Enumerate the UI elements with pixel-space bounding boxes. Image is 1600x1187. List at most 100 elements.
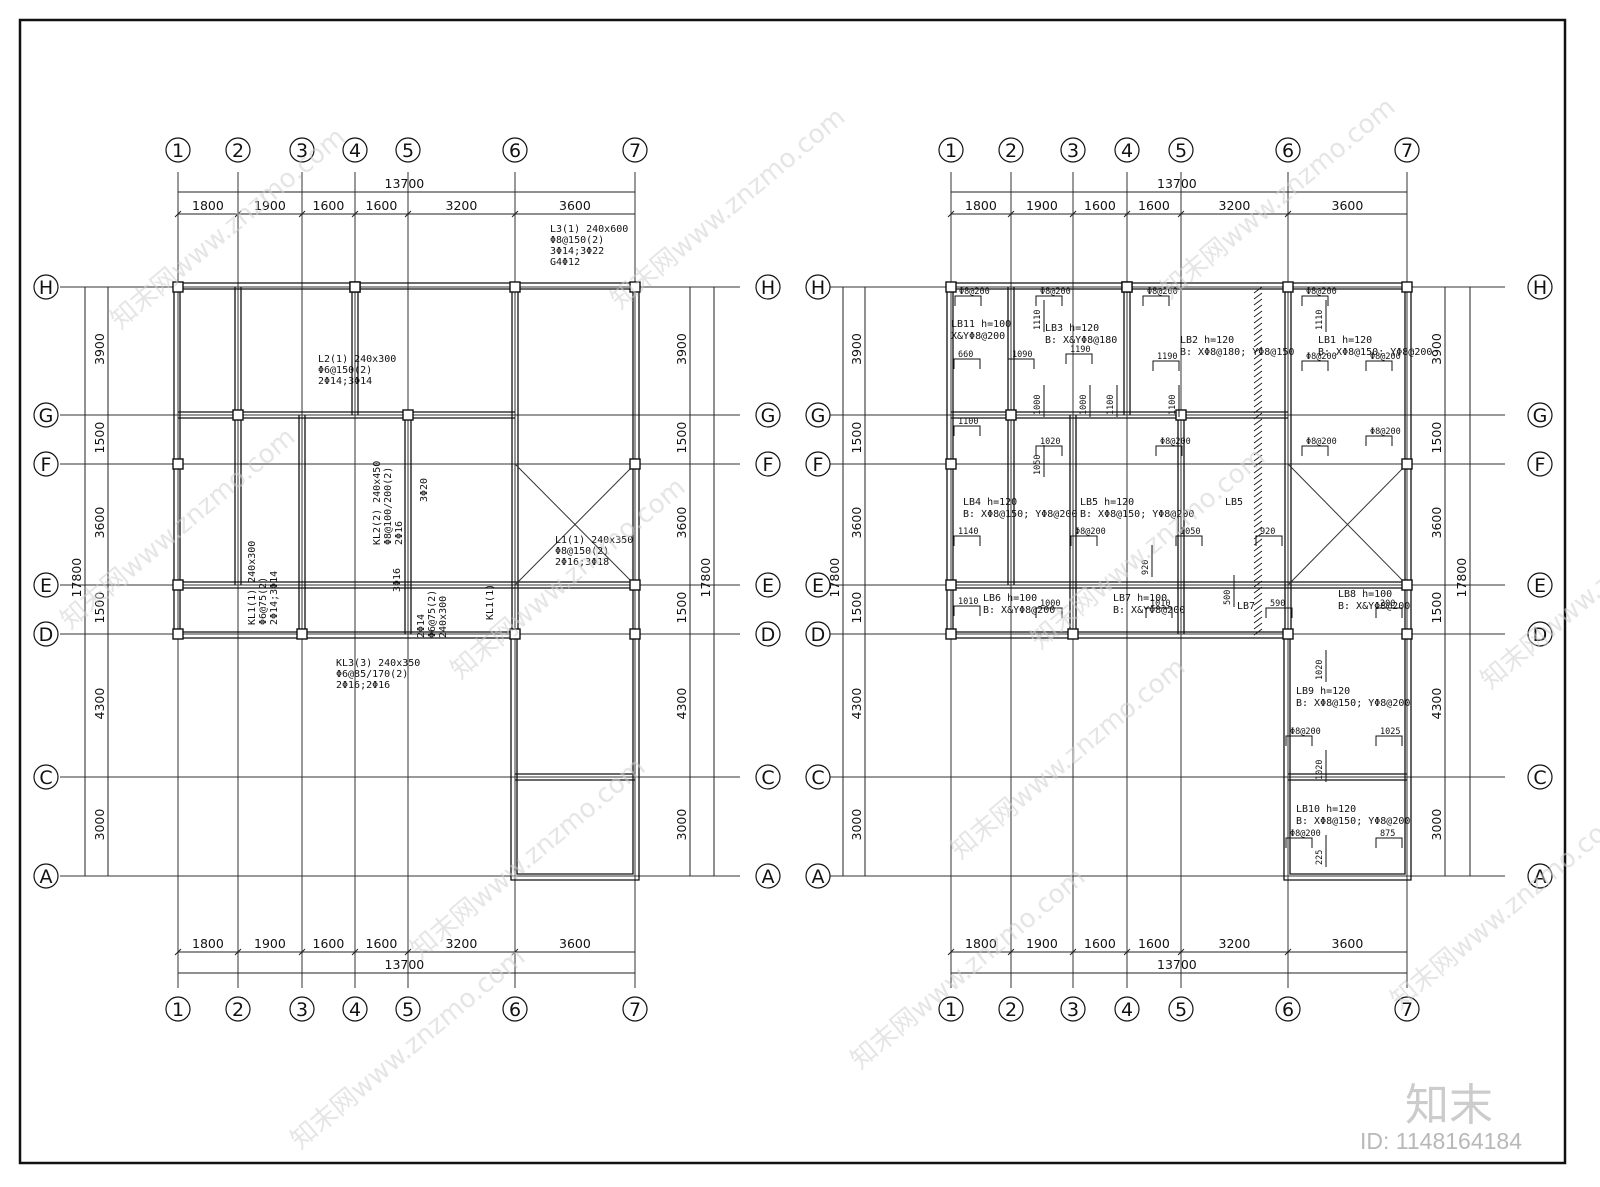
rebar-label-v: 1100	[1168, 395, 1178, 415]
hatch-mark	[1253, 388, 1263, 396]
axis-bubble-F	[755, 451, 781, 477]
dim-span-x: 1900	[254, 198, 286, 213]
dim-span-y: 1500	[674, 592, 689, 624]
kl3-label-line: Φ6@85/170(2)	[336, 669, 408, 680]
kl1-label-line: 2Φ14;3Φ14	[269, 571, 280, 625]
dim-span-y: 4300	[849, 688, 864, 720]
hatch-mark	[1253, 436, 1263, 444]
axis-bubble-D	[33, 621, 59, 647]
hatch-mark	[1253, 526, 1263, 534]
rebar-hook	[954, 295, 982, 306]
rebar-label: 1100	[958, 417, 978, 427]
slab-label-lb7b: LB7	[1237, 601, 1255, 612]
axis-label-G: G	[1533, 405, 1548, 427]
dim-span-x: 3600	[1332, 936, 1364, 951]
rebar-hook	[953, 605, 981, 616]
hatch-mark	[1253, 616, 1263, 624]
axis-label-F: F	[813, 454, 824, 476]
hatch-mark	[1253, 448, 1263, 456]
axis-bubble-5	[1168, 137, 1194, 163]
axis-label-C: C	[811, 767, 824, 789]
hatch-mark	[1253, 328, 1263, 336]
wall-outline	[179, 288, 634, 875]
hatch-mark	[1253, 370, 1263, 378]
axis-label-6: 6	[1282, 999, 1294, 1021]
l1-small-line: 240x300	[438, 596, 449, 638]
rebar-hook	[1285, 735, 1313, 746]
axis-bubble-C	[805, 764, 831, 790]
axis-label-2: 2	[232, 999, 244, 1021]
hatch-mark	[1253, 478, 1263, 486]
rebar-hook	[1365, 435, 1393, 446]
hatch-mark	[1253, 520, 1263, 528]
axis-bubble-A	[33, 863, 59, 889]
hatch-mark	[1253, 538, 1263, 546]
dim-span-x: 1600	[1084, 936, 1116, 951]
dim-span-x: 1900	[1026, 936, 1058, 951]
slab-label-lb8: B: X&YΦ8@200	[1338, 601, 1410, 612]
axis-bubble-G	[1527, 402, 1553, 428]
dim-total-height: 17800	[69, 558, 84, 598]
watermark-logo: 知末	[1405, 1080, 1493, 1131]
rebar-label: 1090	[1012, 350, 1032, 360]
axis-bubble-7	[622, 996, 648, 1022]
axis-label-6: 6	[509, 999, 521, 1021]
l2-label-line: 2Φ14;3Φ14	[318, 376, 372, 387]
dim-span-y: 1500	[849, 422, 864, 454]
structural-column	[1005, 409, 1017, 421]
axis-bubble-G	[755, 402, 781, 428]
axis-label-3: 3	[1067, 999, 1079, 1021]
hatch-mark	[1253, 346, 1263, 354]
hatch-mark	[1253, 496, 1263, 504]
axis-label-D: D	[761, 624, 776, 646]
structural-column	[1121, 281, 1133, 293]
dim-tick	[351, 210, 359, 218]
dim-total-width: 13700	[1157, 957, 1197, 972]
dim-tick	[1069, 948, 1077, 956]
axis-label-5: 5	[402, 140, 414, 162]
l1-label-line: Φ8@150(2)	[555, 546, 609, 557]
watermark-text: 知末网www.znzmo.com	[1155, 92, 1401, 305]
rebar-label-v: 1000	[1033, 395, 1043, 415]
axis-bubble-C	[33, 764, 59, 790]
axis-bubble-A	[1527, 863, 1553, 889]
l1-label-line: L1(1) 240x350	[555, 535, 633, 546]
dim-tick	[234, 948, 242, 956]
rebar-hook	[1301, 295, 1329, 306]
axis-label-4: 4	[1121, 140, 1133, 162]
slab-label-lb10: LB10 h=120	[1296, 804, 1356, 815]
axis-bubble-A	[755, 863, 781, 889]
rebar-hook	[1301, 360, 1329, 371]
rebar-label: 1190	[1157, 352, 1177, 362]
axis-bubble-1	[165, 996, 191, 1022]
hatch-mark	[1253, 394, 1263, 402]
axis-bubble-G	[33, 402, 59, 428]
structural-column	[1067, 628, 1079, 640]
rebar-label-v: 1020	[1315, 760, 1325, 780]
slab-label-lb9: B: XΦ8@150; YΦ8@200	[1296, 698, 1410, 709]
dim-span-x: 3600	[559, 198, 591, 213]
rebar-label: Φ8@200	[1075, 527, 1106, 537]
axis-bubble-C	[1527, 764, 1553, 790]
dim-tick	[404, 210, 412, 218]
wall-outline	[946, 282, 1412, 881]
hatch-mark	[1253, 568, 1263, 576]
dim-total-width: 13700	[385, 176, 425, 191]
void-cross	[514, 463, 636, 586]
dim-span-y: 1500	[1429, 592, 1444, 624]
axis-label-7: 7	[629, 999, 641, 1021]
structural-column	[1282, 281, 1294, 293]
hatch-mark	[1253, 490, 1263, 498]
axis-label-7: 7	[1401, 140, 1413, 162]
axis-bubble-E	[805, 572, 831, 598]
rebar-label-v: 1110	[1033, 310, 1043, 330]
kl2-label-line: 2Φ16	[394, 521, 405, 545]
rebar-label: Φ8@200	[1306, 437, 1337, 447]
slab-label-lb6: LB6 h=100	[983, 593, 1037, 604]
axis-bubble-C	[755, 764, 781, 790]
rebar-label: 1140	[958, 527, 978, 537]
hatch-mark	[1253, 562, 1263, 570]
axis-bubble-D	[755, 621, 781, 647]
slab-label-lb5: LB5 h=120	[1080, 497, 1134, 508]
